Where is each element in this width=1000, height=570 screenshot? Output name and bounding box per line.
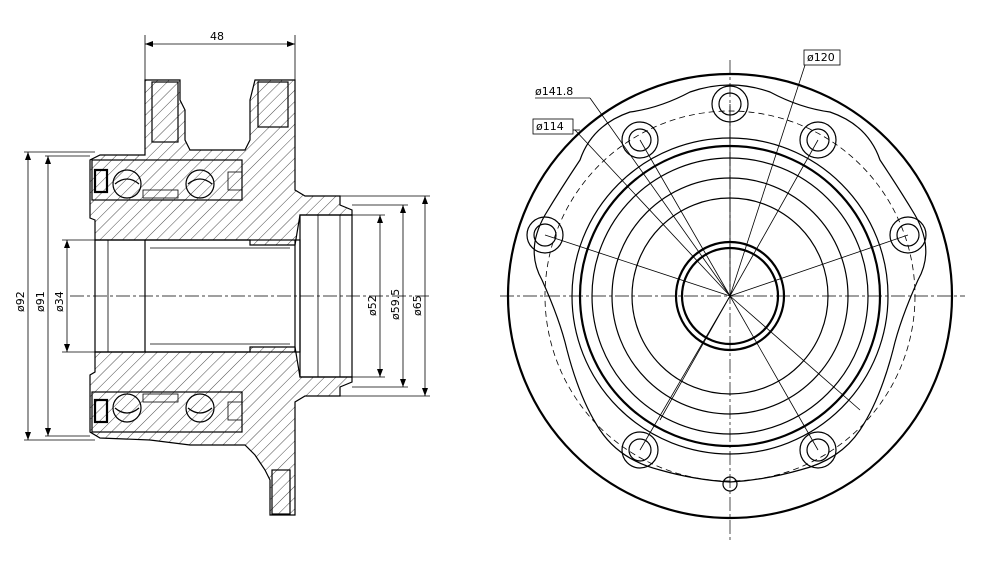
bolt-hole-lower-left	[621, 431, 659, 469]
ball-lower-2	[185, 393, 215, 423]
flange-stud-upper-right	[257, 81, 289, 128]
seal-upper	[93, 168, 109, 194]
bolt-hole-left	[526, 216, 564, 254]
hub-body-upper	[89, 79, 353, 246]
dim-d91-label: ø91	[34, 291, 47, 312]
leader-d114: ø114	[532, 118, 580, 135]
leader-d120: ø120	[803, 49, 841, 66]
pin-hole-bottom	[722, 476, 738, 492]
dim-width-label: 48	[210, 30, 224, 43]
dim-width: 48	[144, 30, 296, 80]
dim-d34-label: ø34	[53, 291, 66, 312]
bearing-row-lower	[91, 391, 243, 433]
dim-d52-label: ø52	[366, 295, 379, 316]
flange-stud-upper-left	[151, 81, 179, 143]
dim-pcd-inner-label: ø114	[536, 120, 564, 133]
leader-d141-8: ø141.8	[535, 85, 590, 99]
ball-upper-2	[185, 169, 215, 199]
bolt-hole-upper-right	[799, 121, 837, 159]
dim-left: ø92 ø91 ø34	[14, 151, 95, 441]
hub-body-lower	[89, 346, 353, 516]
section-view: 48 ø92 ø91 ø34	[14, 30, 430, 516]
ball-upper-1	[112, 169, 142, 199]
pilot-spigot	[299, 214, 353, 378]
dim-right: ø52 ø59.5 ø65	[340, 195, 430, 397]
front-view: ø141.8 ø114 ø120	[500, 49, 965, 540]
dim-pcd-mid-label: ø120	[807, 51, 835, 64]
dim-d92-label: ø92	[14, 291, 27, 312]
bolt-hole-upper-left	[621, 121, 659, 159]
flange-lobe-outline	[533, 84, 927, 483]
seal-lower	[93, 398, 109, 424]
dim-d59-5-label: ø59.5	[389, 289, 402, 320]
flange-outer-circle	[506, 72, 954, 520]
construction-lines	[544, 61, 909, 451]
bolt-hole-lower-right	[799, 431, 837, 469]
flange-stud-lower	[271, 469, 291, 515]
dim-d65-label: ø65	[411, 295, 424, 316]
bolt-hole-right	[889, 216, 927, 254]
bearing-row-upper	[91, 159, 243, 201]
dim-pcd-outer-label: ø141.8	[535, 85, 573, 98]
bolt-holes	[526, 85, 927, 492]
ball-lower-1	[112, 393, 142, 423]
